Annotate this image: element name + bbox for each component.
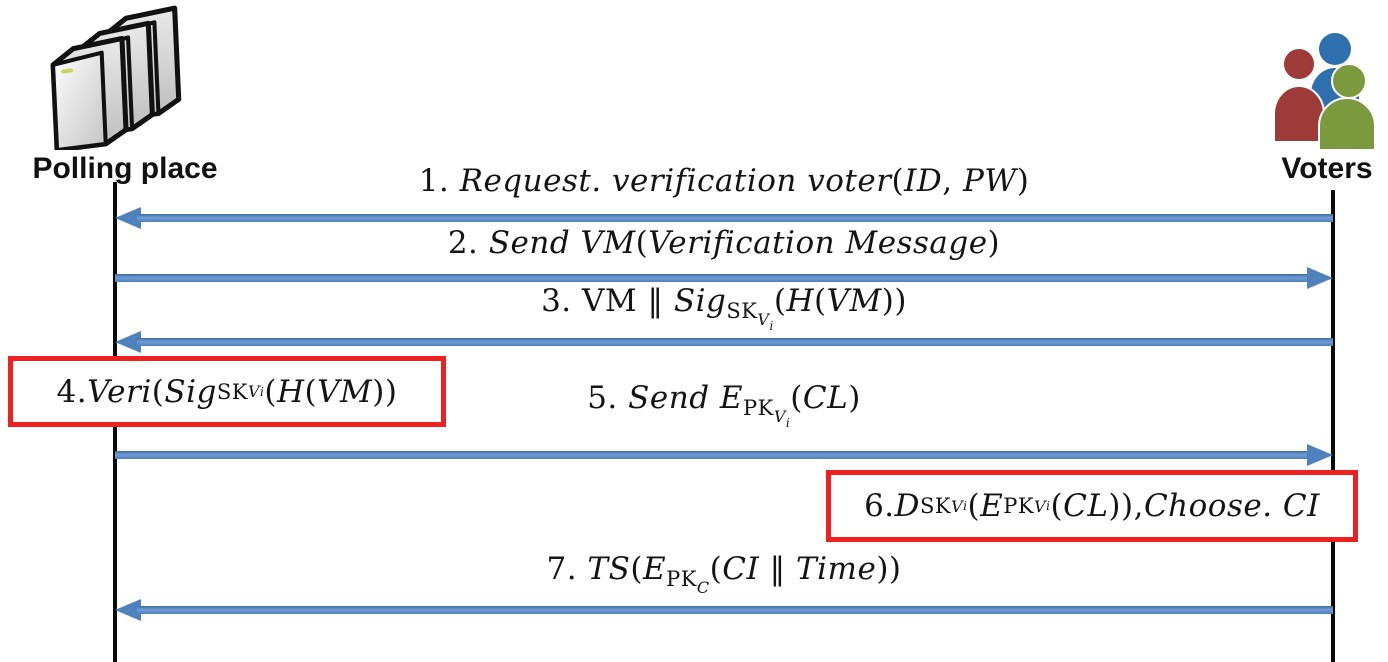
actor-voters: Voters [1266,30,1388,186]
message-arrow-5-right [115,444,1333,466]
message-arrow-3-left [115,331,1333,353]
person-green [1318,63,1376,150]
arrowhead-left-icon [115,207,141,229]
arrowhead-left-icon [115,331,141,353]
server-stack-icon [50,5,182,150]
arrowhead-left-icon [115,599,141,621]
message-arrow-7-left [115,599,1333,621]
message-label-3: 3. VM ‖ SigSKVi(H(VM)) [541,283,907,333]
arrowhead-right-icon [1307,267,1333,289]
actor-label-voters: Voters [1281,152,1373,185]
server-tower-front [50,35,129,150]
server-led [61,68,74,74]
message-arrow-1-left [115,207,1333,229]
message-label-1: 1. Request. verification voter(ID, PW) [418,163,1030,199]
voters-group-icon [1273,33,1376,150]
message-label-7: 7. TS(EPKC(CI ‖ Time)) [546,551,902,597]
message-arrow-2-right [115,267,1333,289]
actor-polling-place: Polling place [10,0,240,186]
message-label-5: 5. Send EPKVi(CL) [587,380,861,430]
person-red [1273,47,1325,143]
actor-label-polling-place: Polling place [32,152,218,185]
arrowhead-right-icon [1307,444,1333,466]
message-label-2: 2. Send VM(Verification Message) [447,225,1001,261]
lifeline-voters [1331,190,1335,662]
